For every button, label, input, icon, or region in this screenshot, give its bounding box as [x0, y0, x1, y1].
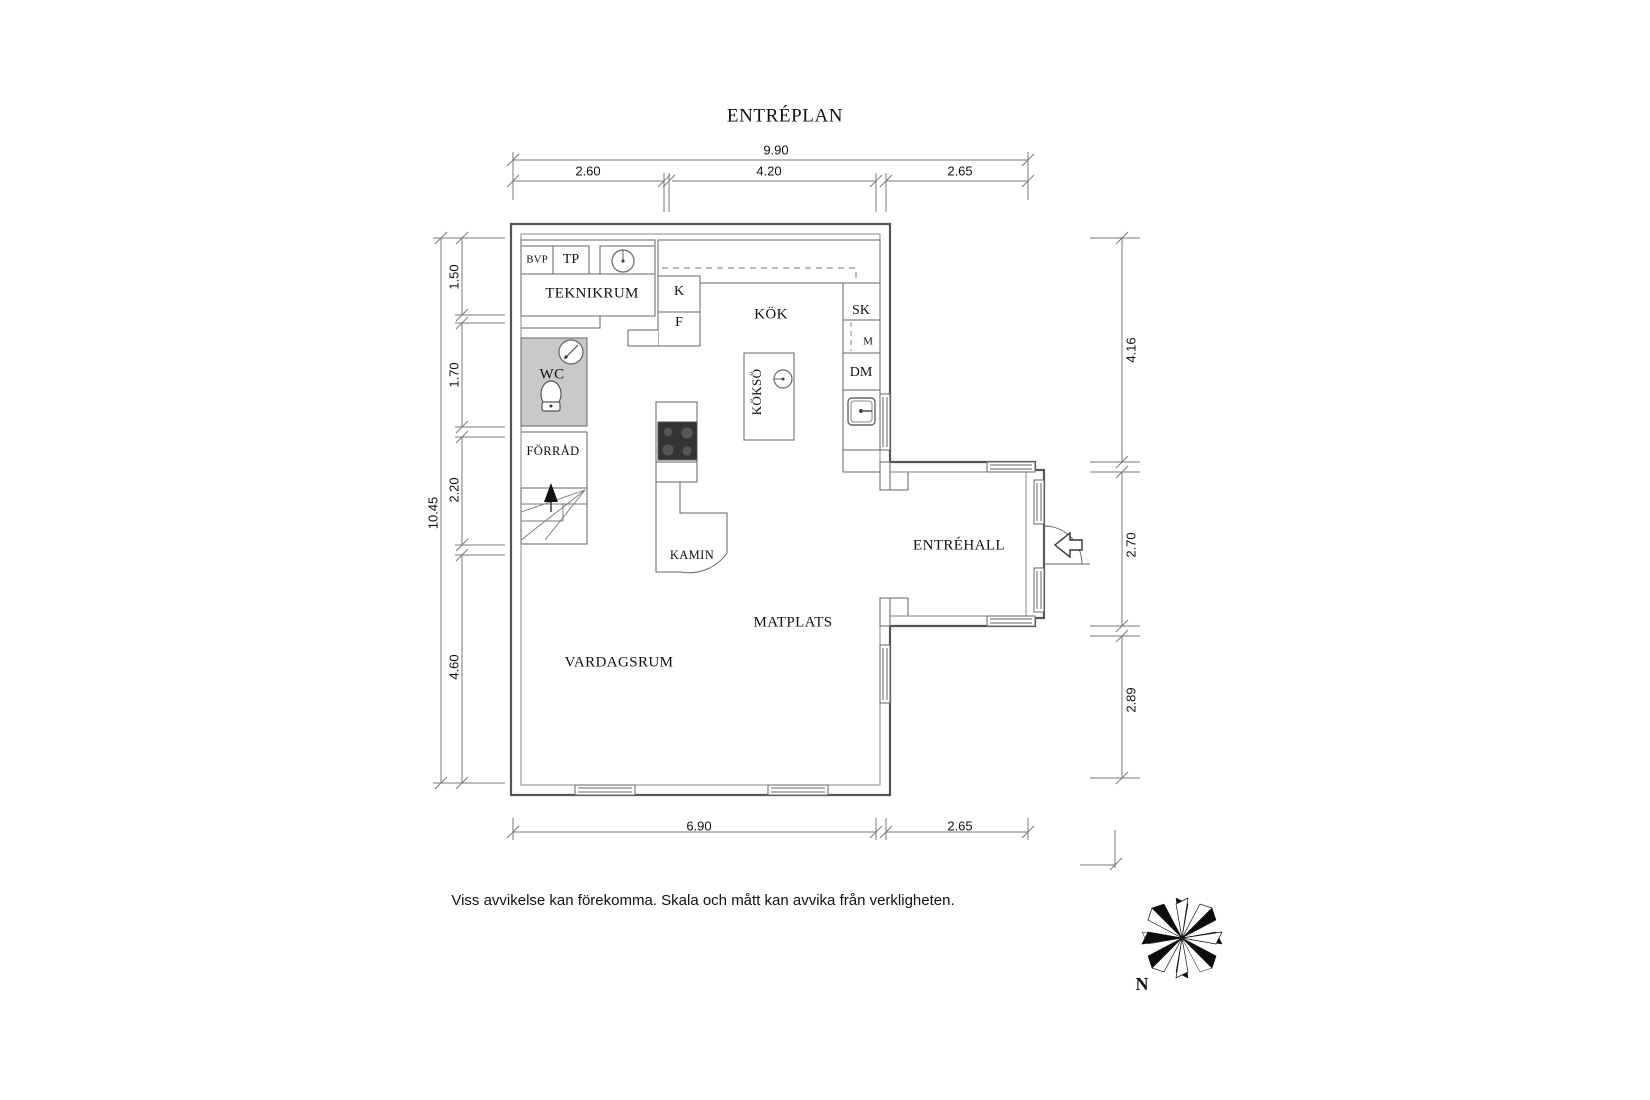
- label-k: K: [674, 284, 684, 299]
- disclaimer-text: Viss avvikelse kan förekomma. Skala och …: [451, 892, 954, 909]
- dim-left-total: 10.45: [425, 497, 440, 530]
- cabinet-box-sk: [842, 282, 881, 321]
- label-bvp: BVP: [526, 254, 547, 266]
- washer-box: [599, 245, 656, 275]
- wc-toilet-icon: [540, 380, 562, 412]
- dimension-lines: [433, 152, 1140, 840]
- label-kamin: KAMIN: [670, 548, 714, 562]
- window-entry-bottom: [986, 615, 1036, 627]
- label-tp: TP: [563, 252, 580, 267]
- dim-bottom-seg-2: 2.65: [947, 818, 972, 833]
- dim-left-seg-4: 4.60: [446, 654, 461, 679]
- room-forrad: FÖRRÅD: [520, 431, 588, 545]
- label-entrehall: ENTRÉHALL: [913, 536, 1005, 553]
- dim-right-seg-1: 4.16: [1123, 337, 1138, 362]
- island-sink-icon: [773, 369, 793, 389]
- dishwasher-box-dm: [842, 352, 881, 391]
- tp-box: [552, 245, 590, 275]
- label-f: F: [675, 315, 683, 330]
- room-teknikrum: BVP TP TEKNIKRUM: [520, 239, 656, 329]
- label-matplats: MATPLATS: [753, 614, 832, 630]
- label-forrad: FÖRRÅD: [526, 444, 579, 458]
- room-wc: WC: [520, 337, 588, 427]
- window-entry-right-lower: [1033, 567, 1045, 613]
- label-vardagsrum: VARDAGSRUM: [565, 654, 674, 670]
- wc-basin-icon: [558, 339, 584, 365]
- label-wc: WC: [540, 366, 565, 382]
- dim-left-seg-1: 1.50: [446, 264, 461, 289]
- kitchen-counters: K F SK M DM: [627, 239, 881, 473]
- window-bottom-left: [574, 784, 636, 796]
- dimension-labels: 9.90 2.60 4.20 2.65 10.45 1.50 1.70 2.20…: [425, 142, 1138, 833]
- freezer-box-f: [657, 311, 701, 347]
- dim-bottom-seg-1: 6.90: [686, 818, 711, 833]
- label-kokso: KÖKSÖ: [749, 369, 764, 416]
- kitchen-sink-icon: [847, 397, 876, 426]
- dimension-extension-ticks: [470, 237, 1123, 871]
- interior-wall-stubs: [520, 461, 987, 785]
- sink-icon-teknikrum: [611, 249, 635, 273]
- dim-top-seg-1: 2.60: [575, 163, 600, 178]
- window-kitchen: [879, 393, 891, 451]
- dim-top-seg-3: 2.65: [947, 163, 972, 178]
- dim-top-seg-2: 4.20: [756, 163, 781, 178]
- label-sk: SK: [852, 303, 870, 318]
- label-kok: KÖK: [754, 305, 788, 322]
- dim-left-seg-2: 1.70: [446, 362, 461, 387]
- entrance-door[interactable]: [1043, 525, 1090, 565]
- window-entry-right-upper: [1033, 479, 1045, 525]
- cooktop-icon: [657, 421, 698, 461]
- kitchen-island: KÖKSÖ: [743, 352, 795, 441]
- fireplace-kamin: KAMIN: [655, 401, 728, 574]
- label-teknikrum: TEKNIKRUM: [545, 285, 639, 301]
- dim-right-seg-3: 2.89: [1123, 687, 1138, 712]
- compass-north-label: N: [1136, 974, 1149, 994]
- dim-right-seg-2: 2.70: [1123, 532, 1138, 557]
- dim-left-seg-3: 2.20: [446, 477, 461, 502]
- dim-top-total: 9.90: [763, 142, 788, 157]
- staircase: [520, 483, 588, 545]
- window-entry-top: [986, 461, 1036, 473]
- window-main-right: [879, 644, 891, 704]
- window-bottom-right: [767, 784, 829, 796]
- label-m: M: [863, 336, 873, 348]
- windows: [574, 393, 1045, 796]
- page-title: ENTRÉPLAN: [727, 104, 843, 126]
- compass-rose: N: [1136, 897, 1223, 994]
- label-dm: DM: [850, 365, 873, 380]
- microwave-box-m: [842, 319, 881, 354]
